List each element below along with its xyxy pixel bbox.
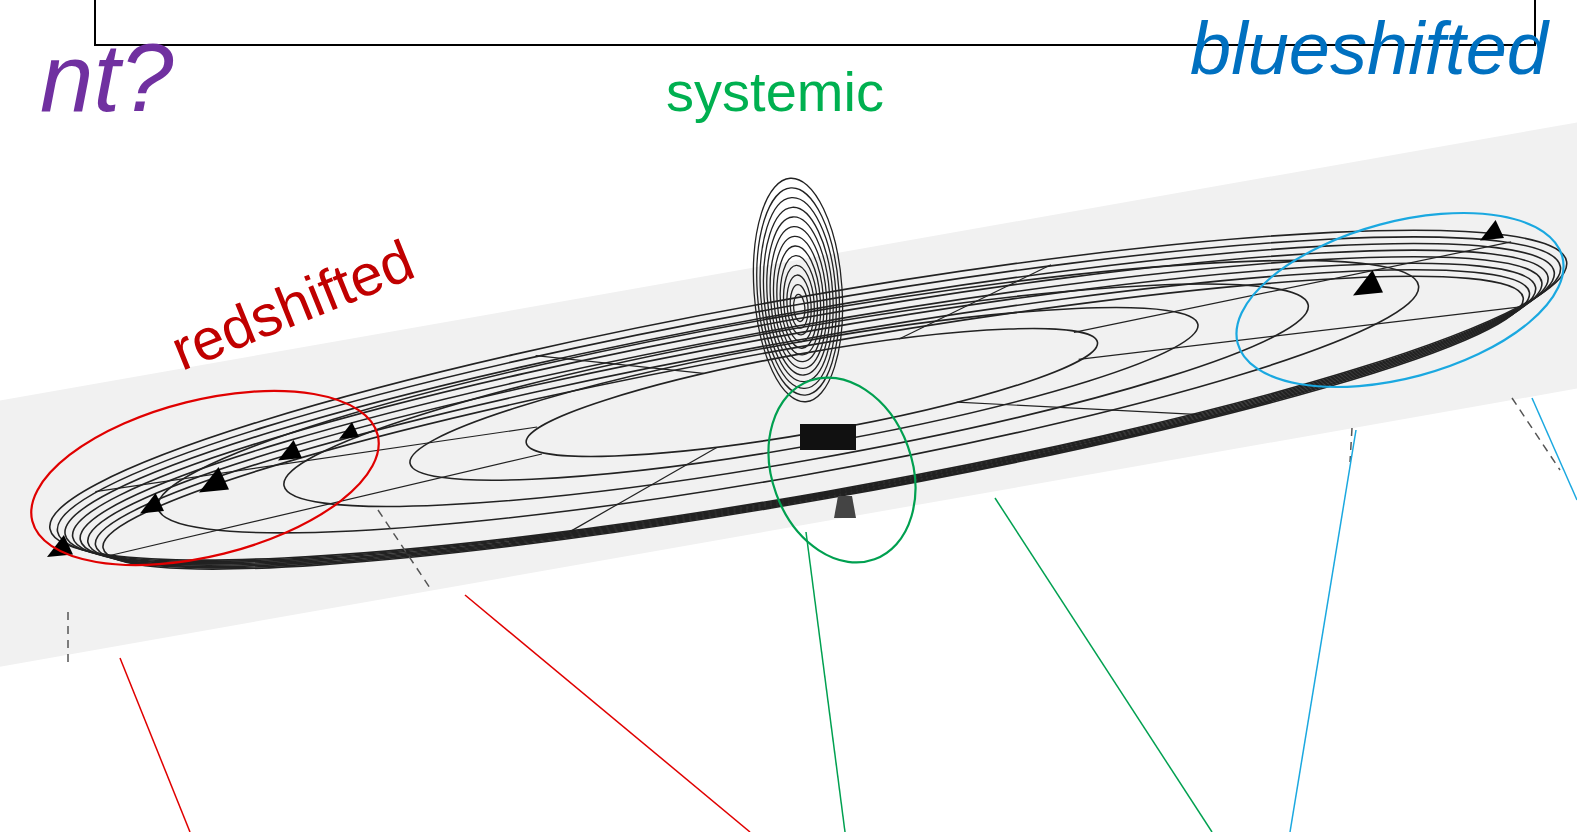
dashed-tick: [67, 612, 69, 662]
maser-spot: [278, 440, 302, 460]
disk-rim: [90, 222, 1537, 624]
disk-rim: [33, 165, 1577, 625]
disk-spoke: [1079, 282, 1523, 384]
disk-rim: [65, 197, 1556, 624]
jet-contour: [785, 274, 813, 336]
jet-contour: [781, 264, 817, 342]
jet-contour: [793, 294, 806, 322]
region-label: blueshifted: [1190, 12, 1548, 86]
maser-disk: [0, 106, 1577, 677]
jet-contour: [789, 284, 810, 329]
leader-line: [120, 658, 190, 832]
systemic-spot: [834, 496, 856, 518]
question-fragment: nt?: [40, 30, 173, 126]
jet-contour: [773, 245, 824, 357]
disk-spoke: [557, 447, 727, 533]
highlight-ellipse: [744, 357, 941, 583]
disk-spoke: [95, 414, 537, 504]
disk-spoke: [536, 327, 704, 401]
jet-contour: [766, 225, 832, 371]
disk-spoke: [957, 361, 1200, 456]
leader-line: [806, 532, 845, 832]
disk-rim: [57, 189, 1563, 624]
jet-contour: [770, 235, 828, 364]
maser-spot: [199, 467, 229, 493]
region-label: systemic: [666, 64, 884, 120]
systemic-spots: [800, 424, 856, 450]
image-ground: [0, 106, 1577, 677]
jet-contour: [754, 195, 842, 391]
jet-contour: [762, 215, 835, 377]
disk-rim: [73, 205, 1549, 624]
maser-spot: [140, 493, 164, 513]
disk-spoke: [102, 454, 546, 556]
jet-contour: [758, 205, 839, 384]
leader-line: [1532, 398, 1577, 500]
region-label: redshifted: [163, 230, 421, 379]
dashed-tick: [378, 510, 430, 588]
jet-contour: [746, 175, 849, 405]
maser-spot: [1480, 220, 1504, 240]
disk-ring: [401, 273, 1207, 514]
disk-ring: [144, 207, 1432, 587]
disk-ring: [273, 240, 1320, 551]
highlight-ellipse: [13, 359, 396, 596]
maser-spot: [339, 422, 359, 439]
jet-contour: [777, 254, 820, 349]
leader-line: [465, 595, 750, 832]
jet-contour: [750, 185, 846, 398]
leader-line: [1290, 430, 1356, 832]
highlight-ellipse: [1218, 181, 1577, 419]
disk-rim: [82, 214, 1544, 624]
maser-spot: [1353, 270, 1383, 296]
disk-spoke: [891, 265, 1059, 339]
leader-line: [995, 498, 1212, 832]
disk-spoke: [1072, 242, 1514, 332]
